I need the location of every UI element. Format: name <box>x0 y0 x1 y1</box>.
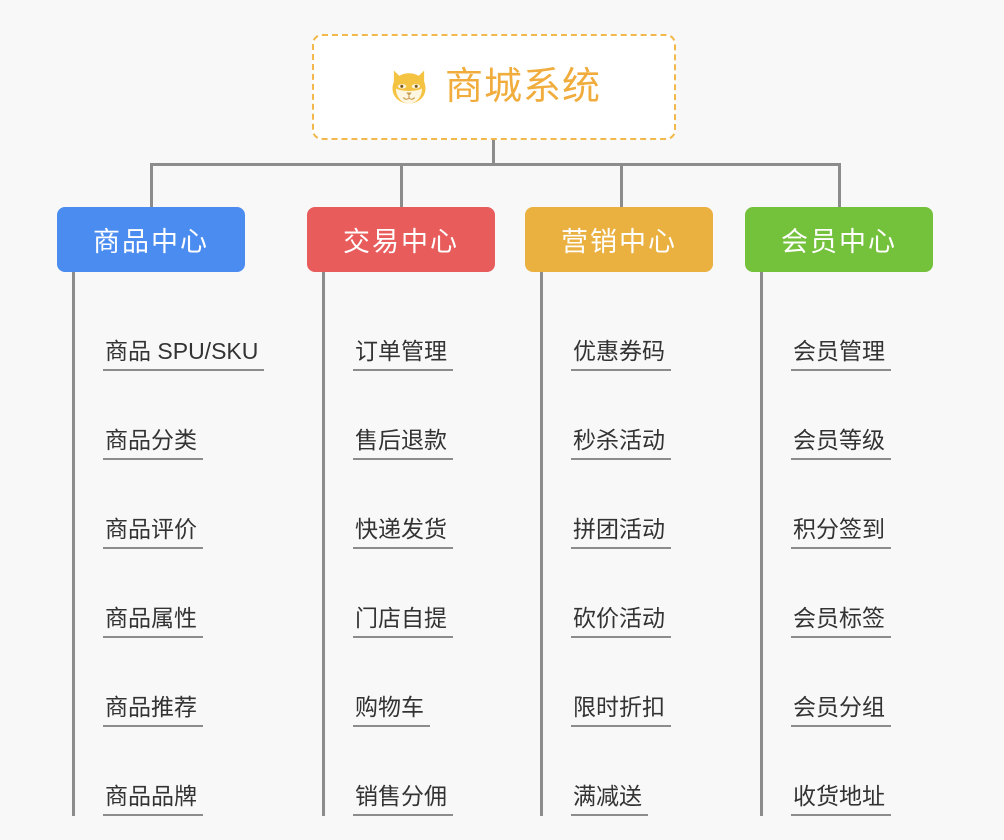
leaf-label: 销售分佣 <box>353 783 453 816</box>
leaf-label: 商品属性 <box>103 605 203 638</box>
leaf-label: 门店自提 <box>353 605 453 638</box>
branch-body-member-center: 会员管理 会员等级 积分签到 会员标签 会员分组 收货地址 <box>760 272 933 816</box>
leaf-label: 商品评价 <box>103 516 203 549</box>
branch-member-center: 会员中心 会员管理 会员等级 积分签到 会员标签 会员分组 收货地址 <box>745 207 933 816</box>
leaf-label: 会员标签 <box>791 605 891 638</box>
branch-marketing-center: 营销中心 优惠券码 秒杀活动 拼团活动 砍价活动 限时折扣 满减送 <box>525 207 713 816</box>
list-item[interactable]: 会员分组 <box>763 638 933 727</box>
list-item[interactable]: 收货地址 <box>763 727 933 816</box>
branch-trade-center: 交易中心 订单管理 售后退款 快递发货 门店自提 购物车 销售分佣 <box>307 207 495 816</box>
root-node[interactable]: 商城系统 <box>312 34 676 140</box>
list-item[interactable]: 商品分类 <box>75 371 245 460</box>
branch-header-trade-center[interactable]: 交易中心 <box>307 207 495 272</box>
branch-header-marketing-center[interactable]: 营销中心 <box>525 207 713 272</box>
leaf-label: 商品推荐 <box>103 694 203 727</box>
list-item[interactable]: 会员管理 <box>763 282 933 371</box>
list-item[interactable]: 商品 SPU/SKU <box>75 282 265 371</box>
branch-header-label: 交易中心 <box>343 227 459 257</box>
leaf-label: 积分签到 <box>791 516 891 549</box>
list-item[interactable]: 会员等级 <box>763 371 933 460</box>
leaf-label: 砍价活动 <box>571 605 671 638</box>
branch-header-label: 会员中心 <box>781 227 897 257</box>
root-title: 商城系统 <box>444 66 601 108</box>
list-item[interactable]: 商品品牌 <box>75 727 245 816</box>
list-item[interactable]: 限时折扣 <box>543 638 713 727</box>
list-item[interactable]: 秒杀活动 <box>543 371 713 460</box>
connector-drop-branch-4 <box>838 163 841 208</box>
list-item[interactable]: 商品推荐 <box>75 638 245 727</box>
connector-drop-branch-2 <box>400 163 403 208</box>
list-item[interactable]: 购物车 <box>325 638 495 727</box>
connector-root-stem <box>492 140 495 165</box>
list-item[interactable]: 售后退款 <box>325 371 495 460</box>
list-item[interactable]: 快递发货 <box>325 460 495 549</box>
list-item[interactable]: 拼团活动 <box>543 460 713 549</box>
branch-header-label: 营销中心 <box>561 227 677 257</box>
list-item[interactable]: 会员标签 <box>763 549 933 638</box>
branch-product-center: 商品中心 商品 SPU/SKU 商品分类 商品评价 商品属性 商品推荐 商品品牌 <box>57 207 265 816</box>
list-item[interactable]: 订单管理 <box>325 282 495 371</box>
leaf-label: 商品 SPU/SKU <box>103 338 265 371</box>
list-item[interactable]: 销售分佣 <box>325 727 495 816</box>
list-item[interactable]: 砍价活动 <box>543 549 713 638</box>
leaf-label: 会员管理 <box>791 338 891 371</box>
branch-body-product-center: 商品 SPU/SKU 商品分类 商品评价 商品属性 商品推荐 商品品牌 <box>72 272 265 816</box>
list-item[interactable]: 优惠券码 <box>543 282 713 371</box>
leaf-label: 订单管理 <box>353 338 453 371</box>
leaf-label: 商品分类 <box>103 427 203 460</box>
branch-body-marketing-center: 优惠券码 秒杀活动 拼团活动 砍价活动 限时折扣 满减送 <box>540 272 713 816</box>
list-item[interactable]: 满减送 <box>543 727 713 816</box>
connector-drop-branch-1 <box>150 163 153 208</box>
leaf-label: 满减送 <box>571 783 648 816</box>
leaf-label: 购物车 <box>353 694 430 727</box>
leaf-label: 售后退款 <box>353 427 453 460</box>
leaf-label: 商品品牌 <box>103 783 203 816</box>
leaf-label: 收货地址 <box>791 783 891 816</box>
connector-drop-branch-3 <box>620 163 623 208</box>
branch-header-product-center[interactable]: 商品中心 <box>57 207 245 272</box>
leaf-label: 拼团活动 <box>571 516 671 549</box>
connector-horizontal-bus <box>150 163 840 166</box>
branch-body-trade-center: 订单管理 售后退款 快递发货 门店自提 购物车 销售分佣 <box>322 272 495 816</box>
leaf-label: 限时折扣 <box>571 694 671 727</box>
branch-header-member-center[interactable]: 会员中心 <box>745 207 933 272</box>
leaf-label: 会员等级 <box>791 427 891 460</box>
list-item[interactable]: 门店自提 <box>325 549 495 638</box>
leaf-label: 秒杀活动 <box>571 427 671 460</box>
leaf-label: 会员分组 <box>791 694 891 727</box>
leaf-label: 快递发货 <box>353 516 453 549</box>
list-item[interactable]: 商品属性 <box>75 549 245 638</box>
leaf-label: 优惠券码 <box>571 338 671 371</box>
shiba-dog-face-icon <box>392 70 426 104</box>
branch-header-label: 商品中心 <box>93 227 209 257</box>
list-item[interactable]: 积分签到 <box>763 460 933 549</box>
list-item[interactable]: 商品评价 <box>75 460 245 549</box>
